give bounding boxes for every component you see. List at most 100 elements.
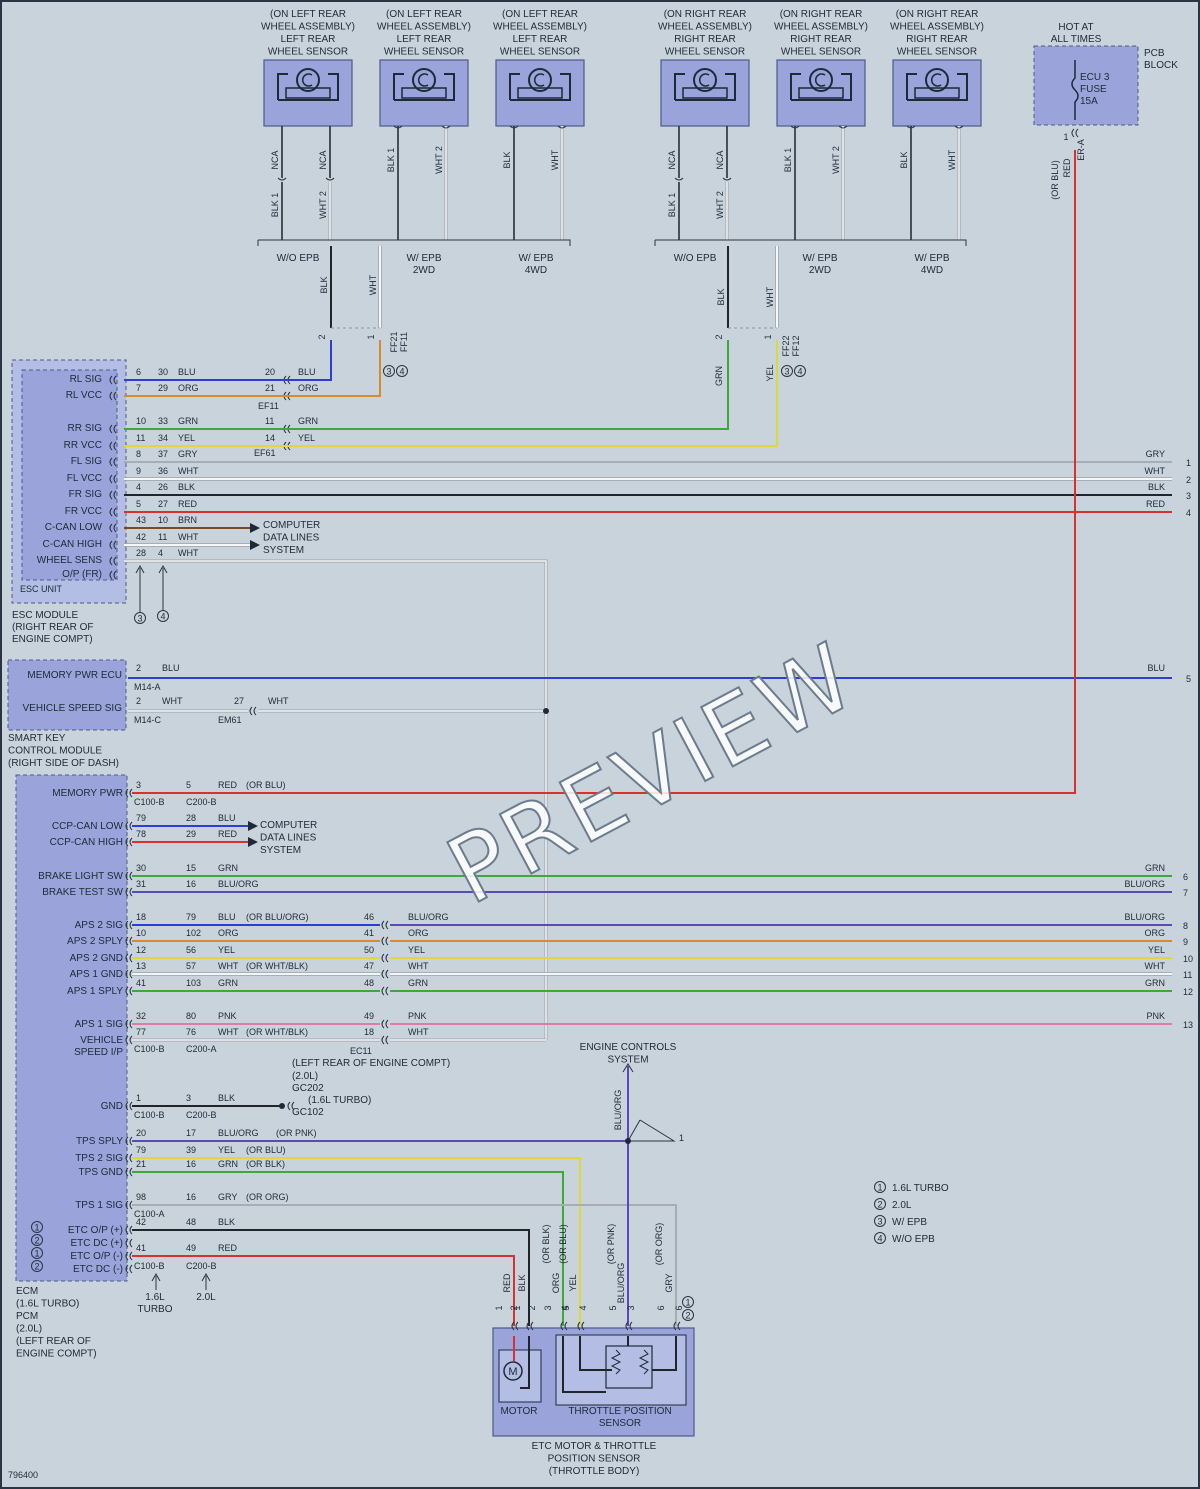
sensor-title: WHEEL SENSOR	[500, 47, 580, 58]
variant-label: W/O EPB	[277, 253, 320, 264]
ecm-pin-label: ETC DC (+)	[71, 1238, 124, 1249]
ecm-inline-connector	[385, 920, 389, 930]
arrow-head	[248, 821, 258, 831]
esc-cdl-label: SYSTEM	[263, 545, 304, 556]
ecm-row-note-number: 1	[34, 1223, 39, 1233]
ecm-pin-label: APS 1 SIG	[75, 1019, 124, 1030]
ecm-row-note-number: 2	[34, 1236, 39, 1246]
ecm-pin-a: 13	[136, 961, 146, 971]
smart-key-pin-label: MEMORY PWR ECU	[27, 670, 122, 681]
splice-dot	[543, 708, 549, 714]
ecm-pin-a: 79	[136, 1145, 146, 1155]
ecm-inline-connector	[385, 1019, 389, 1029]
smart-key-label: CONTROL MODULE	[8, 746, 102, 757]
throttle-pin-alt-label: (OR ORG)	[654, 1223, 664, 1266]
connector-mark	[557, 125, 567, 129]
ecm-connector-label: C200-B	[186, 797, 217, 807]
sensor-title: RIGHT REAR	[906, 34, 968, 45]
throttle-note	[682, 1296, 694, 1308]
throttle-pin-alt-label: (OR BLU)	[558, 1224, 568, 1264]
ecm-box	[15, 774, 128, 1282]
ecm-wire-num: 7	[1183, 888, 1188, 898]
motor-feed	[520, 1336, 530, 1389]
ecm-connector	[125, 1225, 129, 1235]
legend-note	[874, 1232, 886, 1244]
sensor-pin-label: WHT	[550, 149, 560, 170]
ecm-label: ENGINE COMPT)	[16, 1349, 97, 1360]
legend-label: 2.0L	[892, 1200, 912, 1211]
splice-dot	[625, 1138, 631, 1144]
ecm-wire-color: YEL	[218, 945, 235, 955]
throttle-pin-number: 3	[543, 1305, 553, 1310]
smart-key-right-label: BLU	[1147, 663, 1165, 673]
esc-wire-color: BLK	[178, 482, 195, 492]
ecm-bottom-arrow	[201, 1272, 211, 1290]
pcb-block-label: PCB	[1144, 48, 1165, 59]
sensor-rotor	[693, 68, 717, 92]
throttle-pin-number: 3	[626, 1305, 636, 1310]
connector-mark	[509, 125, 519, 129]
sensor-rotor-mark	[534, 73, 545, 87]
esc-wire-color: WHT	[178, 532, 199, 542]
legend-note	[874, 1215, 886, 1227]
ecm-wire-color: GRN	[218, 863, 238, 873]
esc-pin-label: RR VCC	[64, 440, 102, 451]
sensor-title: (ON RIGHT REAR	[664, 9, 747, 20]
connector-mark	[325, 177, 335, 181]
throttle-pin-wire-label: BLK	[517, 1274, 527, 1291]
ecm-label: (LEFT REAR OF	[16, 1336, 91, 1347]
ecm-pin-label: TPS GND	[79, 1167, 123, 1178]
engine-controls-switch	[627, 1119, 676, 1142]
esc-pin-label: FR VCC	[65, 506, 102, 517]
ecm-pin-a: 3	[136, 780, 141, 790]
esc-pin-a: 9	[136, 466, 141, 476]
right-junction-note-number: 4	[797, 367, 802, 377]
throttle-pin-alt-label: (OR PNK)	[606, 1224, 616, 1265]
tps-internal	[562, 1336, 606, 1393]
throttle-pin-connector	[515, 1321, 519, 1331]
ecm-connector-label: C100-A	[134, 1209, 165, 1219]
ecm-connector	[125, 936, 129, 946]
connector-mark	[790, 125, 800, 129]
ecm-pin-label: TPS 2 SIG	[75, 1153, 123, 1164]
ecm-label: PCM	[16, 1311, 38, 1322]
ecm-wire-num: 8	[1183, 921, 1188, 931]
ecm-connector	[125, 986, 129, 996]
esc-wire-c: 21	[265, 383, 275, 393]
sensor-title: WHEEL SENSOR	[384, 47, 464, 58]
ecm-wire-color: RED	[218, 780, 238, 790]
ecm-wire-alt: (OR BLK)	[246, 1159, 285, 1169]
esc-wire-num: 2	[1186, 475, 1191, 485]
ecm-connector	[125, 788, 129, 798]
sensor-rotor	[412, 68, 436, 92]
esc-connector	[109, 540, 113, 550]
ecm-row-note	[31, 1260, 43, 1272]
ecm-connector	[129, 986, 133, 996]
ecm-connector-label: C200-B	[186, 1110, 217, 1120]
pcb-block-label: BLOCK	[1144, 60, 1178, 71]
sensor-rotor-mark	[931, 73, 942, 87]
ecm-wire-color: GRN	[218, 978, 238, 988]
esc-connector	[109, 391, 113, 401]
throttle-pin-number: 4	[578, 1305, 588, 1310]
pcb-hot-label: HOT AT	[1058, 22, 1093, 33]
ecm-connector-label: C100-B	[134, 1044, 165, 1054]
esc-wire-c: 20	[265, 367, 275, 377]
sensor-pin-label: BLK	[502, 151, 512, 168]
ecm-connector	[129, 1035, 133, 1045]
esc-note-number: 3	[137, 614, 142, 624]
legend-note	[874, 1181, 886, 1193]
esc-connector	[109, 570, 113, 580]
connector-mark	[906, 125, 916, 129]
esc-pin-a: 11	[136, 433, 145, 443]
sensor-element	[682, 87, 728, 99]
ecm-wire-num: 9	[1183, 937, 1188, 947]
throttle-pin-connector	[526, 1321, 530, 1331]
ecm-wire-num: 6	[1183, 872, 1188, 882]
ecm-connector	[129, 969, 133, 979]
ecm-inline-pin: 41	[364, 928, 374, 938]
ecm-inline-connector	[381, 969, 385, 979]
esc-pin-a: 43	[136, 515, 146, 525]
ecm-connector	[125, 1153, 129, 1163]
legend-note	[874, 1198, 886, 1210]
